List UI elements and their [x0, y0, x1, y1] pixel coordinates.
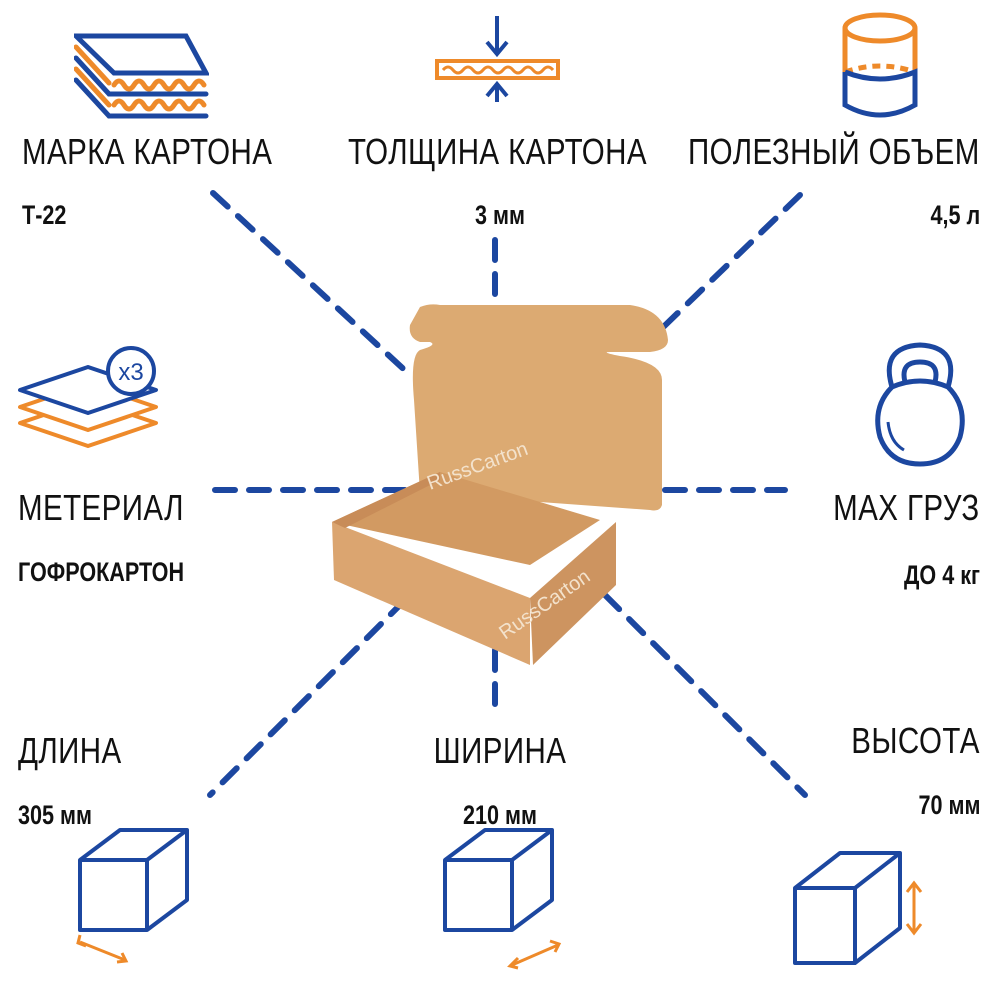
cube-height-icon: [793, 851, 923, 965]
load-value: ДО 4 кг: [903, 560, 980, 590]
kettlebell-icon: [875, 342, 965, 467]
height-label: ВЫСОТА: [851, 720, 980, 761]
badge-x3: x3: [118, 359, 143, 386]
width-label: ШИРИНА: [433, 730, 567, 771]
width-value: 210 мм: [463, 800, 537, 830]
cube-width-icon: [443, 828, 562, 970]
material-label: МЕТЕРИАЛ: [18, 487, 184, 528]
material-value: ГОФРОКАРТОН: [18, 557, 185, 587]
height-value: 70 мм: [918, 790, 980, 820]
sheets-x3-icon: x3: [18, 346, 158, 448]
length-value: 305 мм: [18, 800, 92, 830]
volume-label: ПОЛЕЗНЫЙ ОБЪЕМ: [688, 131, 980, 172]
thickness-label: ТОЛЩИНА КАРТОНА: [348, 131, 647, 172]
volume-value: 4,5 л: [930, 200, 980, 230]
brand-value: Т-22: [22, 200, 67, 230]
layered-cardboard-icon: [74, 33, 209, 119]
cylinder-volume-icon: [842, 12, 918, 118]
load-label: MAX ГРУЗ: [833, 487, 980, 528]
length-label: ДЛИНА: [18, 730, 122, 771]
thickness-arrows-icon: [435, 16, 560, 102]
brand-label: МАРКА КАРТОНА: [22, 131, 273, 172]
cube-length-icon: [76, 828, 189, 964]
thickness-value: 3 мм: [475, 200, 525, 230]
